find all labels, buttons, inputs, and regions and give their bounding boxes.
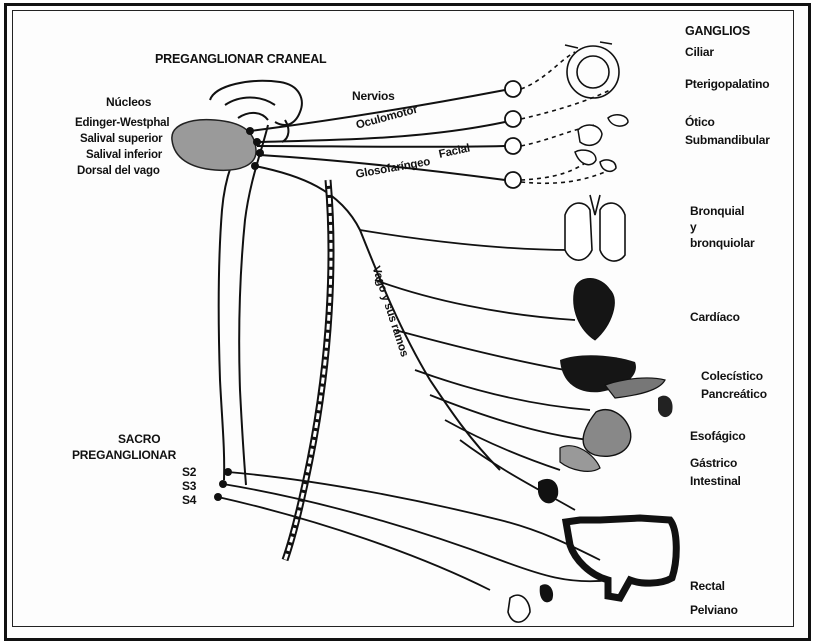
sacral-label-s4: S4	[182, 494, 196, 506]
brainstem-right	[239, 125, 268, 485]
organ-label-bronquiolar: bronquiolar	[690, 237, 754, 249]
pelvic-organ	[508, 595, 530, 622]
nucleus-label: Dorsal del vago	[77, 166, 160, 178]
sacral-label-s3: S3	[182, 480, 196, 492]
colon	[566, 518, 676, 598]
rectum-dark	[540, 584, 553, 602]
organ-label-intestinal: Intestinal	[690, 475, 741, 487]
sacral-heading-line1: SACRO	[118, 433, 160, 445]
brain-fold	[225, 98, 275, 106]
parotid-gland	[578, 125, 602, 145]
heading-nervios: Nervios	[352, 90, 395, 102]
organ-label-pancreatico: Pancreático	[701, 388, 767, 400]
ganglion-otico	[505, 138, 521, 154]
ganglion-ciliar	[505, 81, 521, 97]
ganglion-label-submandibular: Submandibular	[685, 134, 770, 146]
title-preganglionar-craneal: PREGANGLIONAR CRANEAL	[155, 53, 327, 66]
heart	[574, 278, 615, 340]
organ-label-colecistico: Colecístico	[701, 370, 763, 382]
organ-label-cardiaco: Cardíaco	[690, 311, 740, 323]
nucleus-label: Salival superior	[80, 134, 162, 146]
sacral-label-s2: S2	[182, 466, 196, 478]
vagus-main	[255, 166, 500, 470]
stomach	[583, 410, 631, 457]
ganglion-label-ciliar: Ciliar	[685, 46, 714, 58]
organ-label-pelviano: Pelviano	[690, 604, 738, 616]
organ-label-esofagico: Esofágico	[690, 430, 746, 442]
organ-label-gastrico: Gástrico	[690, 457, 737, 469]
brain-outline	[210, 81, 302, 125]
nucleus-label: Salival inferior	[86, 150, 162, 162]
heading-ganglios: GANGLIOS	[685, 25, 750, 38]
lacrimal-gland	[608, 115, 628, 126]
ganglion-submandibular	[505, 172, 521, 188]
ganglion-label-pterigopalatino: Pterigopalatino	[685, 78, 769, 90]
gallbladder	[658, 396, 673, 417]
eye	[567, 46, 619, 98]
nuclei-mass	[172, 120, 256, 171]
lungs	[565, 203, 592, 260]
small-organ	[538, 479, 558, 503]
organ-label-rectal: Rectal	[690, 580, 725, 592]
submandibular-gland	[575, 150, 596, 165]
sacral-heading-line2: PREGANGLIONAR	[72, 449, 176, 461]
brainstem-left	[219, 130, 250, 480]
nucleus-label: Edinger-Westphal	[75, 118, 169, 130]
organ-label-y: y	[690, 221, 696, 233]
brain-fold-2	[238, 113, 268, 120]
ganglion-label-otico: Ótico	[685, 116, 715, 128]
heading-nucleos: Núcleos	[106, 96, 151, 108]
organ-label-bronquial: Bronquial	[690, 205, 744, 217]
sublingual-gland	[600, 160, 616, 171]
ganglion-pterigopalatino	[505, 111, 521, 127]
